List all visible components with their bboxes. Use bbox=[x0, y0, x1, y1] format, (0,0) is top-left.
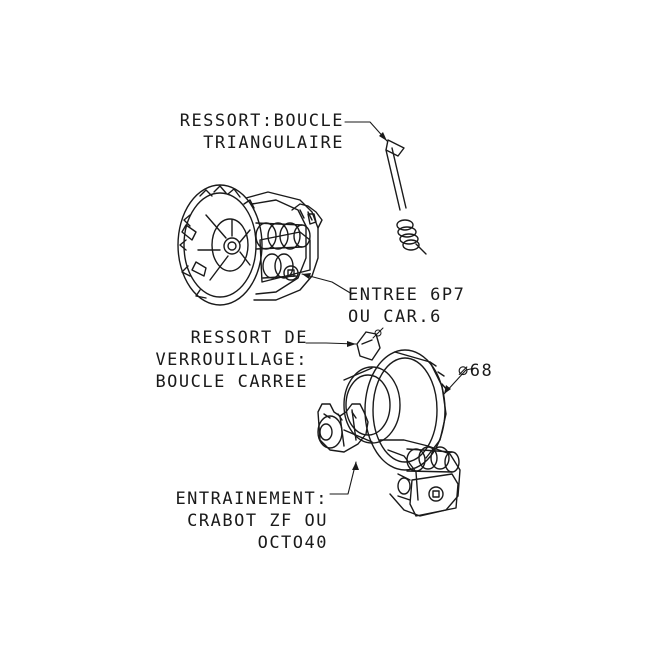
triangular-loop-spring bbox=[385, 139, 427, 255]
label-line: VERROUILLAGE: bbox=[155, 350, 308, 370]
label-ressort-triangulaire: RESSORT:BOUCLE TRIANGULAIRE bbox=[170, 110, 344, 154]
label-entrainement: ENTRAINEMENT: CRABOT ZF OU OCTO40 bbox=[160, 488, 328, 554]
label-line: CRABOT ZF OU bbox=[187, 511, 328, 531]
leader-arrows bbox=[302, 132, 451, 470]
label-diametre: ⌀68 bbox=[458, 361, 494, 381]
upper-mechanism bbox=[177, 184, 323, 306]
label-line: ENTRAINEMENT: bbox=[175, 489, 328, 509]
label-line: OU CAR.6 bbox=[348, 307, 442, 327]
label-line: RESSORT DE bbox=[190, 328, 308, 348]
label-line: OCTO40 bbox=[257, 533, 328, 553]
label-line: RESSORT:BOUCLE bbox=[179, 111, 344, 131]
leader-lines bbox=[301, 121, 476, 495]
label-ressort-verrouillage: RESSORT DE VERROUILLAGE: BOUCLE CARREE bbox=[150, 327, 308, 393]
lower-mechanism bbox=[317, 331, 461, 517]
label-entree: ENTREE 6P7 OU CAR.6 bbox=[348, 284, 465, 328]
label-line: ENTREE 6P7 bbox=[348, 285, 466, 305]
small-diameter-mark bbox=[372, 327, 384, 339]
label-line: TRIANGULAIRE bbox=[203, 133, 344, 153]
label-line: BOUCLE CARREE bbox=[155, 372, 308, 392]
